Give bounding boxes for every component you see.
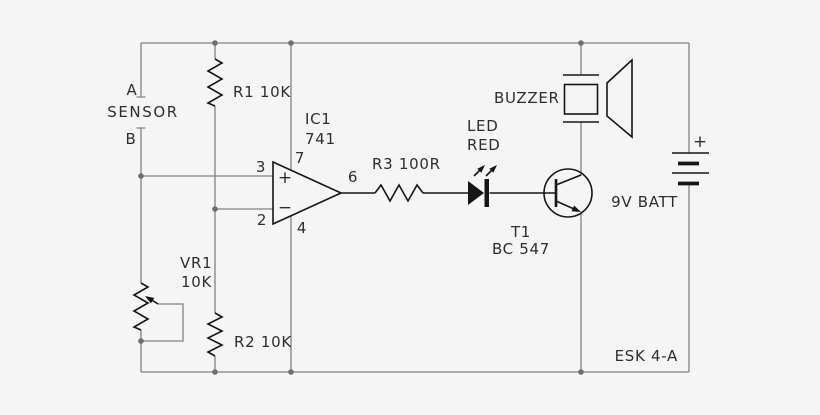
vr1-wiper-arrowhead-icon	[145, 296, 155, 304]
junction-dots	[138, 40, 584, 375]
transistor-part-label: BC 547	[492, 240, 550, 258]
opamp-part-label: 741	[305, 130, 336, 148]
sensor-label: SENSOR	[107, 103, 179, 121]
r3-label: R3 100R	[372, 155, 441, 173]
transistor-emitter-arrowhead-icon	[571, 205, 581, 212]
opamp-pin2-label: 2	[257, 211, 267, 229]
vr1-name-label: VR1	[180, 254, 212, 272]
sensor-terminal-a-label: A	[127, 81, 138, 99]
transistor-collector-diagonal	[555, 174, 582, 186]
led-emission-arrowhead-1-icon	[477, 165, 485, 173]
board-id-label: ESK 4-A	[615, 347, 678, 365]
opamp-pin4-label: 4	[297, 219, 307, 237]
transistor-circle-symbol	[543, 168, 593, 218]
buzzer-body-square	[563, 83, 599, 115]
opamp-minus-sign: −	[278, 198, 292, 218]
opamp-pin7-label: 7	[295, 149, 305, 167]
potentiometer-vr1-symbol	[132, 282, 150, 331]
junction-dot	[578, 369, 584, 375]
resistor-r2-symbol	[206, 312, 224, 357]
transistor-emitter-diagonal	[555, 200, 575, 210]
battery-label: 9V BATT	[611, 193, 678, 211]
junction-dot	[288, 40, 294, 46]
vr1-value-label: 10K	[181, 273, 212, 291]
r2-label: R2 10K	[234, 333, 292, 351]
opamp-name-label: IC1	[305, 110, 332, 128]
led-anode-triangle	[468, 181, 484, 205]
sensor-terminal-b-label: B	[126, 130, 137, 148]
led-cathode-bar	[484, 179, 489, 207]
led-label-line1: LED	[467, 117, 499, 135]
buzzer-label: BUZZER	[494, 89, 560, 107]
battery-plus-sign: +	[693, 132, 707, 152]
labels: A SENSOR B R1 10K R2 10K R3 100R VR1 10K…	[107, 81, 707, 365]
resistor-r1-symbol	[206, 58, 224, 107]
resistor-r3-symbol	[374, 183, 424, 203]
sensor-terminal-a-lead	[136, 43, 146, 98]
transistor-name-label: T1	[510, 223, 531, 241]
sensor-terminal-b-lead	[136, 127, 146, 283]
component-symbols	[132, 58, 709, 357]
opamp-plus-sign: +	[278, 168, 292, 188]
junction-dot	[288, 369, 294, 375]
wires	[136, 42, 690, 373]
r1-label: R1 10K	[233, 83, 291, 101]
junction-dot	[212, 369, 218, 375]
speaker-horn-symbol	[606, 58, 633, 139]
junction-dot	[212, 40, 218, 46]
junction-dot	[138, 173, 144, 179]
junction-dot	[138, 338, 144, 344]
opamp-triangle-symbol	[272, 160, 343, 226]
junction-dot	[578, 40, 584, 46]
junction-dot	[212, 206, 218, 212]
opamp-pin6-label: 6	[348, 168, 358, 186]
led-label-line2: RED	[467, 136, 501, 154]
led-emission-arrowhead-2-icon	[489, 165, 497, 173]
vr1-wiper-return-wire	[141, 303, 184, 342]
opamp-pin3-label: 3	[256, 158, 266, 176]
